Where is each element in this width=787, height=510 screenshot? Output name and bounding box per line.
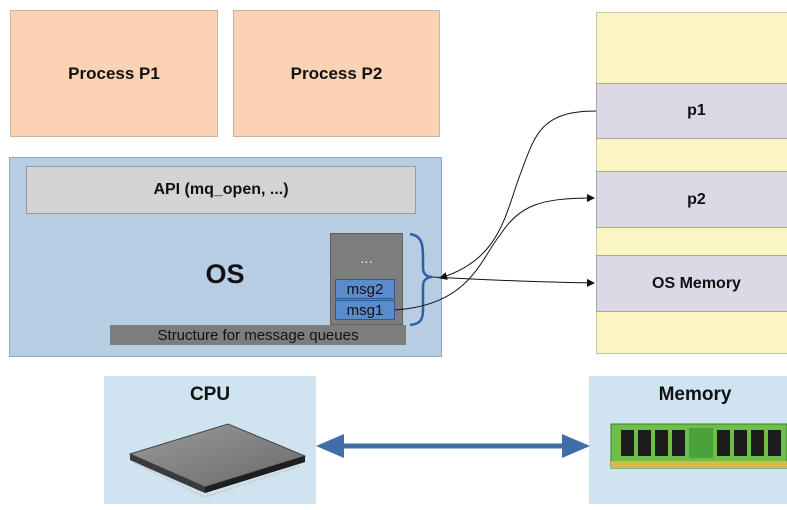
message-msg2-label: msg2 [346, 280, 384, 298]
queue-ellipsis: ... [360, 249, 373, 267]
connector-queue-to-os-memory [431, 276, 595, 287]
process-p1-label: Process P1 [68, 63, 160, 83]
connector-p1-to-msg2 [439, 110, 597, 280]
message-msg1-label: msg1 [346, 301, 384, 319]
cpu-label: CPU [189, 384, 231, 405]
memory-segment-p2-label: p2 [687, 190, 706, 208]
process-p1-box: Process P1 [10, 10, 218, 137]
message-msg1: msg1 [335, 300, 395, 320]
structure-label: Structure for message queues [110, 325, 406, 345]
os-label: OS [205, 258, 245, 289]
connector-msg1-to-p2 [394, 194, 595, 311]
bus-arrow [316, 434, 590, 458]
memory-segment-os-label: OS Memory [652, 274, 741, 292]
api-box: API (mq_open, ...) [26, 166, 416, 214]
process-p2-box: Process P2 [233, 10, 440, 137]
cpu-chip-icon [128, 423, 307, 498]
memory-segment-p2: p2 [596, 171, 787, 228]
ram-module-icon [610, 423, 787, 469]
api-label: API (mq_open, ...) [153, 181, 289, 198]
process-p2-label: Process P2 [290, 63, 383, 83]
memory-segment-p1-label: p1 [687, 102, 706, 119]
brace-icon [409, 232, 433, 327]
memory-label: Memory [658, 384, 732, 405]
message-msg2: msg2 [335, 279, 395, 299]
memory-segment-os: OS Memory [596, 255, 787, 312]
memory-segment-p1: p1 [596, 83, 787, 139]
